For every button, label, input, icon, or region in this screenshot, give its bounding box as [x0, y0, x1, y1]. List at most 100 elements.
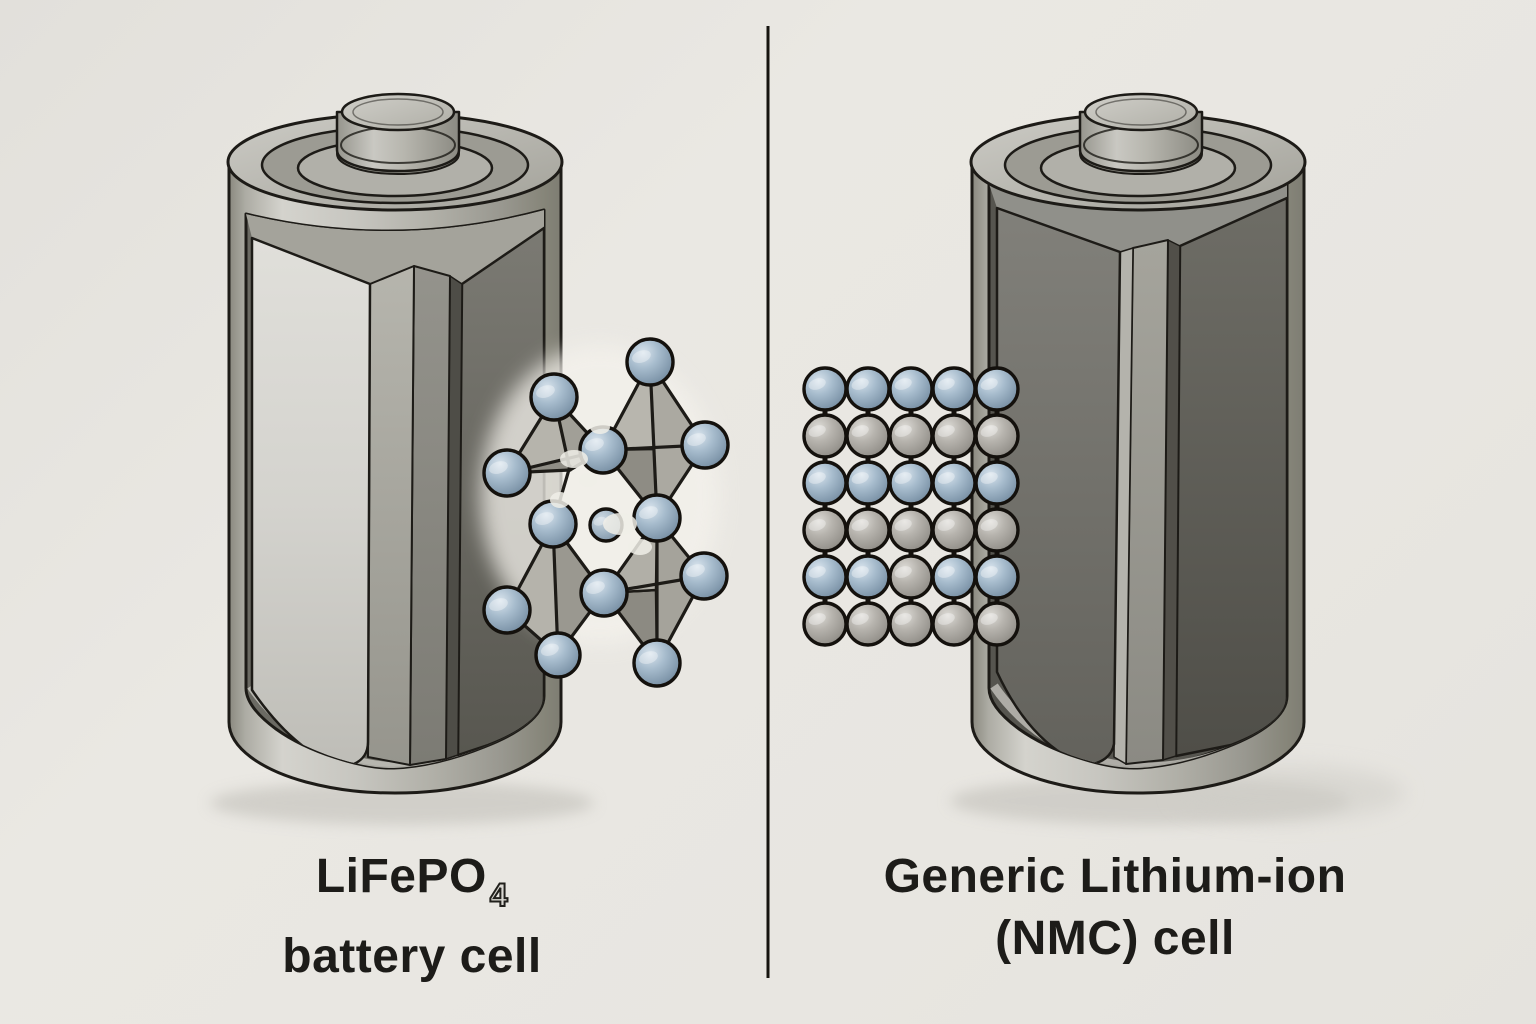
lithium-ion-sphere: [802, 460, 848, 506]
lithium-ion-sphere: [974, 366, 1020, 412]
sphere-highlight: [894, 519, 912, 531]
crystal-bond: [648, 360, 659, 520]
lithium-ion-sphere: [845, 460, 891, 506]
sphere-highlight: [937, 613, 955, 625]
lithium-ion-sphere: [802, 366, 848, 412]
sphere-highlight: [686, 564, 705, 577]
lifepo4-crystal-structure: [480, 337, 730, 688]
sphere-highlight: [980, 472, 998, 484]
sphere-highlight: [894, 425, 912, 437]
sphere-highlight: [535, 512, 554, 525]
sphere-highlight: [937, 472, 955, 484]
sphere-highlight: [808, 472, 826, 484]
sphere-highlight: [536, 385, 555, 398]
sphere-highlight: [851, 472, 869, 484]
right-caption-line2: (NMC) cell: [995, 912, 1235, 965]
sphere-highlight: [980, 566, 998, 578]
sphere-highlight: [980, 378, 998, 390]
metal-oxide-sphere: [845, 507, 891, 553]
lithium-ion-sphere: [931, 366, 977, 412]
left-terminal-top-detail: [352, 98, 444, 126]
metal-oxide-sphere: [931, 413, 977, 459]
sphere-highlight: [980, 519, 998, 531]
sphere-highlight: [937, 378, 955, 390]
metal-oxide-sphere: [888, 554, 934, 600]
ground-shadows: [210, 765, 1405, 825]
left-caption-line2: battery cell: [282, 930, 542, 983]
lithium-ion-sphere: [888, 366, 934, 412]
metal-oxide-sphere: [974, 413, 1020, 459]
metal-oxide-sphere: [845, 601, 891, 647]
metal-oxide-sphere: [888, 413, 934, 459]
sphere-highlight: [639, 651, 658, 664]
lithium-ion-sphere: [974, 554, 1020, 600]
metal-oxide-sphere: [931, 601, 977, 647]
lithium-ion-sphere: [974, 460, 1020, 506]
sphere-highlight: [851, 613, 869, 625]
right-electrode-dark-slab: [1174, 196, 1287, 758]
left-terminal-top: [340, 92, 456, 132]
metal-oxide-sphere: [888, 507, 934, 553]
formula-subscript-4: 4: [489, 876, 509, 914]
sphere-highlight: [808, 425, 826, 437]
left-jelly-roll-front-panel: [250, 236, 372, 769]
metal-oxide-sphere: [974, 601, 1020, 647]
sphere-highlight: [894, 566, 912, 578]
lithium-atom-sphere: [534, 631, 582, 679]
lithium-ion-sphere: [802, 554, 848, 600]
left-battery-shadow: [210, 781, 594, 825]
sphere-highlight: [937, 519, 955, 531]
sphere-highlight: [808, 566, 826, 578]
sphere-highlight: [808, 378, 826, 390]
left-caption: LiFePO4 battery cell: [72, 846, 752, 988]
right-caption: Generic Lithium-ion (NMC) cell: [785, 846, 1445, 970]
sphere-highlight: [980, 425, 998, 437]
metal-oxide-sphere: [802, 413, 848, 459]
lithium-atom-sphere: [529, 372, 579, 422]
sphere-highlight: [851, 425, 869, 437]
metal-oxide-sphere: [888, 601, 934, 647]
paint-smudge: [550, 492, 570, 508]
paint-smudge: [628, 539, 652, 555]
sphere-highlight: [980, 613, 998, 625]
right-terminal-top: [1083, 92, 1199, 132]
lithium-atom-sphere: [482, 448, 532, 498]
sphere-highlight: [894, 378, 912, 390]
formula-prefix: LiFePO: [315, 850, 487, 903]
sphere-highlight: [687, 433, 706, 446]
sphere-highlight: [639, 506, 658, 519]
sphere-highlight: [489, 461, 508, 474]
lithium-ion-sphere: [931, 554, 977, 600]
sphere-highlight: [489, 598, 508, 611]
nmc-layered-lattice: [802, 366, 1020, 647]
lithium-atom-sphere: [578, 425, 628, 475]
metal-oxide-sphere: [845, 413, 891, 459]
lithium-atom-sphere: [482, 585, 532, 635]
left-casing-inner-wall: [246, 210, 544, 284]
lithium-ion-sphere: [845, 366, 891, 412]
sphere-highlight: [851, 566, 869, 578]
right-caption-line1: Generic Lithium-ion: [883, 850, 1347, 903]
sphere-highlight: [808, 519, 826, 531]
sphere-highlight: [586, 581, 605, 594]
sphere-highlight: [540, 643, 559, 656]
right-battery-cutaway-contents: [989, 180, 1287, 769]
sphere-highlight: [851, 378, 869, 390]
right-terminal-top-detail: [1095, 98, 1187, 126]
left-battery-illustration: [226, 92, 564, 795]
metal-oxide-sphere: [931, 507, 977, 553]
lithium-atom-sphere: [528, 499, 578, 549]
lithium-ion-sphere: [931, 460, 977, 506]
left-electrode-sheet: [409, 265, 451, 766]
paint-smudge: [579, 473, 597, 487]
sphere-highlight: [851, 519, 869, 531]
sphere-highlight: [585, 438, 604, 451]
sphere-highlight: [937, 425, 955, 437]
sphere-highlight: [632, 350, 651, 363]
left-caption-formula-line: LiFePO4: [72, 846, 752, 926]
lithium-atom-sphere: [632, 638, 682, 688]
lithium-ion-sphere: [888, 460, 934, 506]
lithium-atom-sphere: [625, 337, 675, 387]
